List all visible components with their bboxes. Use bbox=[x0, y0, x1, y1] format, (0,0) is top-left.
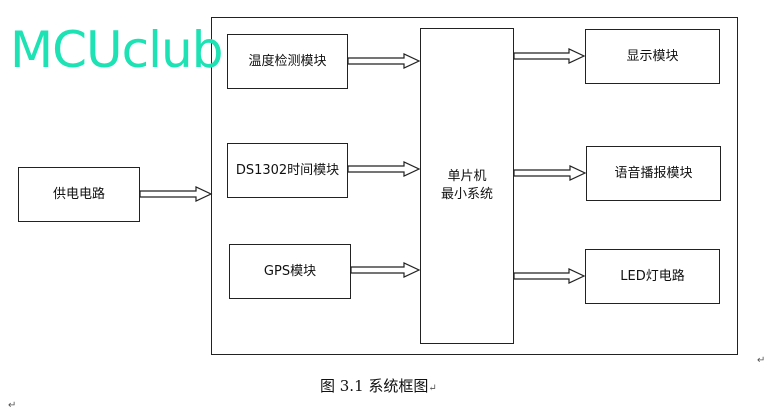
arrow-mcu-to-display bbox=[513, 48, 586, 64]
figure-caption: 图 3.1 系统框图↵ bbox=[320, 375, 437, 396]
display-module-label: 显示模块 bbox=[626, 48, 679, 64]
mcu-label-line2: 最小系统 bbox=[440, 187, 493, 202]
mcu-label-line1: 单片机 bbox=[447, 169, 487, 184]
paragraph-mark-right: ↵ bbox=[757, 355, 766, 366]
led-circuit-block: LED灯电路 bbox=[585, 249, 720, 304]
mcuclub-watermark: MCUclub bbox=[10, 21, 223, 79]
temperature-module-block: 温度检测模块 bbox=[227, 34, 348, 89]
figure-caption-text: 图 3.1 系统框图 bbox=[320, 377, 429, 395]
ds1302-module-block: DS1302时间模块 bbox=[227, 143, 348, 198]
arrow-mcu-to-voice bbox=[513, 165, 587, 181]
gps-module-label: GPS模块 bbox=[263, 263, 317, 279]
arrow-mcu-to-led bbox=[513, 268, 586, 284]
mcu-block: 单片机 最小系统 bbox=[420, 28, 514, 344]
voice-module-label: 语音播报模块 bbox=[614, 165, 693, 181]
paragraph-mark-left: ↵ bbox=[8, 400, 17, 411]
power-supply-block: 供电电路 bbox=[18, 167, 140, 222]
ds1302-module-label: DS1302时间模块 bbox=[235, 162, 340, 178]
arrow-ds1302-to-mcu bbox=[347, 161, 421, 177]
arrow-power-to-frame bbox=[139, 186, 213, 202]
arrow-temp-to-mcu bbox=[347, 53, 421, 69]
temperature-module-label: 温度检测模块 bbox=[248, 53, 327, 69]
arrow-gps-to-mcu bbox=[350, 262, 421, 278]
power-supply-label: 供电电路 bbox=[52, 186, 105, 202]
voice-module-block: 语音播报模块 bbox=[586, 146, 721, 201]
led-circuit-label: LED灯电路 bbox=[620, 268, 685, 284]
system-boundary-frame bbox=[211, 17, 738, 355]
caption-paragraph-mark: ↵ bbox=[428, 383, 437, 394]
display-module-block: 显示模块 bbox=[585, 29, 720, 84]
